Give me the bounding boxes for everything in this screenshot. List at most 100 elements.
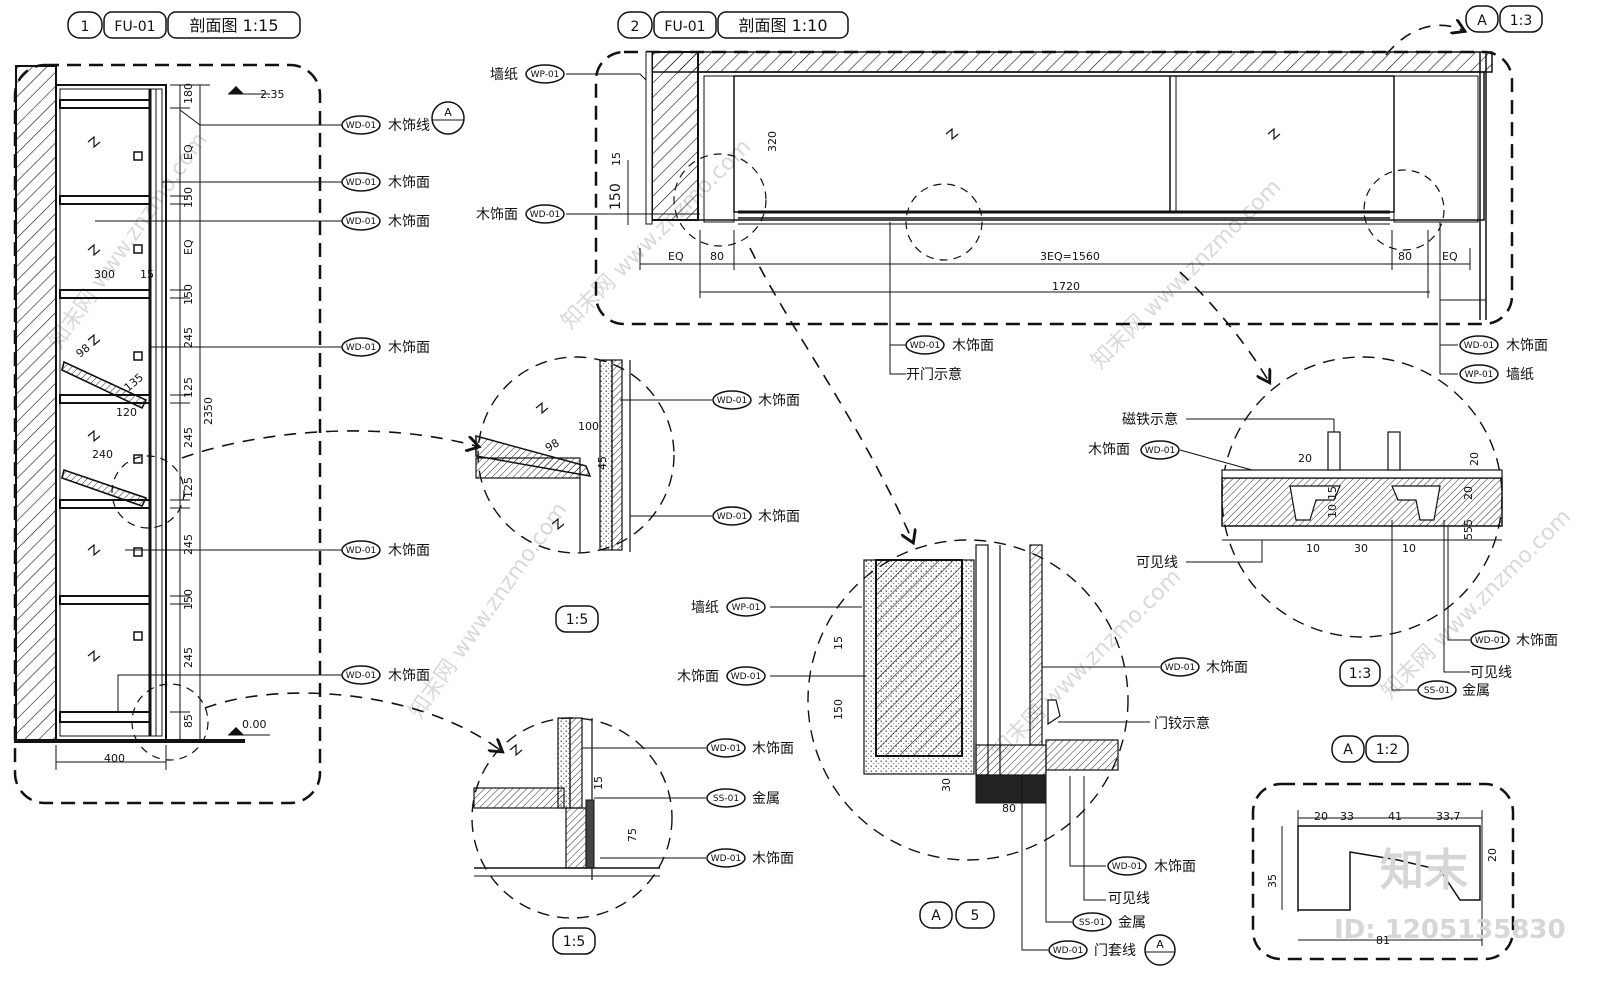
svg-text:10: 10 (1402, 542, 1416, 555)
leaders-2 (566, 73, 1487, 375)
svg-text:33.7: 33.7 (1436, 810, 1461, 823)
svg-text:WD-01: WD-01 (717, 396, 748, 406)
svg-text:120: 120 (116, 406, 137, 419)
svg-text:80: 80 (710, 250, 724, 263)
svg-text:WP-01: WP-01 (1465, 370, 1494, 380)
svg-text:30: 30 (940, 778, 953, 792)
callout-a: A (444, 106, 452, 119)
svg-text:41: 41 (1388, 810, 1402, 823)
svg-text:木饰面: 木饰面 (388, 340, 430, 356)
dim-level-zero: 0.00 (242, 718, 267, 731)
detail-inclined-shelf: 100 98 45 WD-01 木饰面 WD-01 木饰面 1:5 (475, 356, 800, 633)
svg-text:EQ: EQ (668, 250, 684, 263)
svg-text:15: 15 (592, 776, 605, 790)
svg-text:10: 10 (1306, 542, 1320, 555)
svg-text:33: 33 (1340, 810, 1354, 823)
svg-text:WD-01: WD-01 (1165, 663, 1196, 673)
dim-total-width: 1720 (1052, 280, 1080, 293)
svg-text:150: 150 (182, 589, 195, 610)
svg-text:金属: 金属 (752, 791, 780, 807)
svg-text:1:3: 1:3 (1510, 13, 1533, 29)
svg-text:300: 300 (94, 268, 115, 281)
svg-text:5: 5 (971, 908, 980, 924)
label-door-open: 开门示意 (906, 366, 962, 383)
svg-text:木饰面: 木饰面 (1154, 859, 1196, 875)
svg-text:门套线: 门套线 (1094, 943, 1136, 959)
svg-text:WD-01: WD-01 (346, 546, 377, 556)
svg-text:45: 45 (596, 456, 609, 470)
svg-text:可见线: 可见线 (1108, 891, 1150, 907)
svg-text:180: 180 (182, 83, 195, 104)
svg-text:150: 150 (832, 699, 845, 720)
svg-text:20: 20 (1314, 810, 1328, 823)
svg-text:98: 98 (543, 436, 562, 454)
leaders-1 (95, 109, 342, 712)
svg-text:EQ: EQ (1442, 250, 1458, 263)
svg-text:A: A (1343, 742, 1353, 758)
scale-1-3: 1:3 (1349, 666, 1372, 682)
svg-text:SS-01: SS-01 (713, 794, 739, 804)
svg-text:98: 98 (74, 341, 93, 360)
svg-text:WD-01: WD-01 (711, 744, 742, 754)
svg-text:15: 15 (1326, 486, 1339, 500)
svg-text:金属: 金属 (1118, 915, 1146, 931)
svg-text:15: 15 (832, 636, 845, 650)
svg-text:WD-01: WD-01 (1112, 862, 1143, 872)
id-watermark: ID: 1205135830 (1334, 915, 1566, 945)
svg-text:木饰面: 木饰面 (388, 543, 430, 559)
svg-text:可见线: 可见线 (1136, 555, 1178, 571)
svg-text:木饰面: 木饰面 (476, 207, 518, 223)
svg-text:EQ: EQ (182, 144, 195, 160)
svg-text:木饰面: 木饰面 (758, 509, 800, 525)
svg-text:SS-01: SS-01 (1079, 918, 1105, 928)
watermark-5: 知末网 www.znzmo.com (987, 564, 1187, 764)
svg-text:WD-01: WD-01 (346, 343, 377, 353)
svg-text:木饰面: 木饰面 (752, 741, 794, 757)
watermark-2: 知末网 www.znzmo.com (404, 498, 572, 723)
svg-text:木饰面: 木饰面 (1088, 442, 1130, 458)
title-2-code: FU-01 (664, 19, 705, 35)
svg-text:125: 125 (182, 377, 195, 398)
svg-text:木饰面: 木饰面 (1516, 633, 1558, 649)
title-2-num: 2 (631, 19, 640, 35)
dim-level-top: 2.35 (260, 88, 285, 101)
svg-text:金属: 金属 (1462, 683, 1490, 699)
svg-text:30: 30 (1354, 542, 1368, 555)
brand-watermark: 知末 (1380, 845, 1468, 896)
svg-text:15: 15 (140, 268, 154, 281)
svg-text:WD-01: WD-01 (346, 671, 377, 681)
label-hinge: 门铰示意 (1154, 715, 1210, 732)
svg-text:木饰面: 木饰面 (677, 669, 719, 685)
svg-text:木饰面: 木饰面 (388, 214, 430, 230)
svg-text:WP-01: WP-01 (732, 603, 761, 613)
svg-text:WD-01: WD-01 (346, 217, 377, 227)
svg-text:WD-01: WD-01 (731, 672, 762, 682)
svg-text:400: 400 (104, 752, 125, 765)
svg-text:1:2: 1:2 (1376, 742, 1399, 758)
svg-text:150: 150 (182, 187, 195, 208)
svg-text:木饰面: 木饰面 (388, 175, 430, 191)
svg-text:WD-01: WD-01 (346, 178, 377, 188)
title-1-code: FU-01 (114, 19, 155, 35)
svg-text:20: 20 (1468, 452, 1481, 466)
section-2: 15 150 320 EQ 80 3EQ=1560 80 EQ 1720 (594, 50, 1514, 326)
dim-total-height: 2350 (202, 397, 215, 425)
svg-text:245: 245 (182, 647, 195, 668)
svg-text:20: 20 (1486, 848, 1499, 862)
svg-text:WD-01: WD-01 (711, 854, 742, 864)
detail-hinge: 15 150 30 80 墙纸 WP-01 木饰面 WD-01 WD-01 木饰… (677, 539, 1248, 966)
title-2-name: 剖面图 1:10 (738, 16, 827, 35)
svg-text:150: 150 (182, 284, 195, 305)
svg-text:80: 80 (1398, 250, 1412, 263)
svg-text:85: 85 (182, 714, 195, 728)
svg-text:75: 75 (626, 828, 639, 842)
svg-text:WD-01: WD-01 (1464, 341, 1495, 351)
svg-text:150: 150 (608, 183, 624, 210)
svg-text:245: 245 (182, 427, 195, 448)
svg-text:20: 20 (1298, 452, 1312, 465)
scale-1-5-a: 1:5 (566, 612, 589, 628)
svg-text:墙纸: 墙纸 (490, 67, 518, 83)
svg-text:245: 245 (182, 534, 195, 555)
dim-door-width: 3EQ=1560 (1040, 250, 1100, 263)
svg-text:125: 125 (182, 477, 195, 498)
